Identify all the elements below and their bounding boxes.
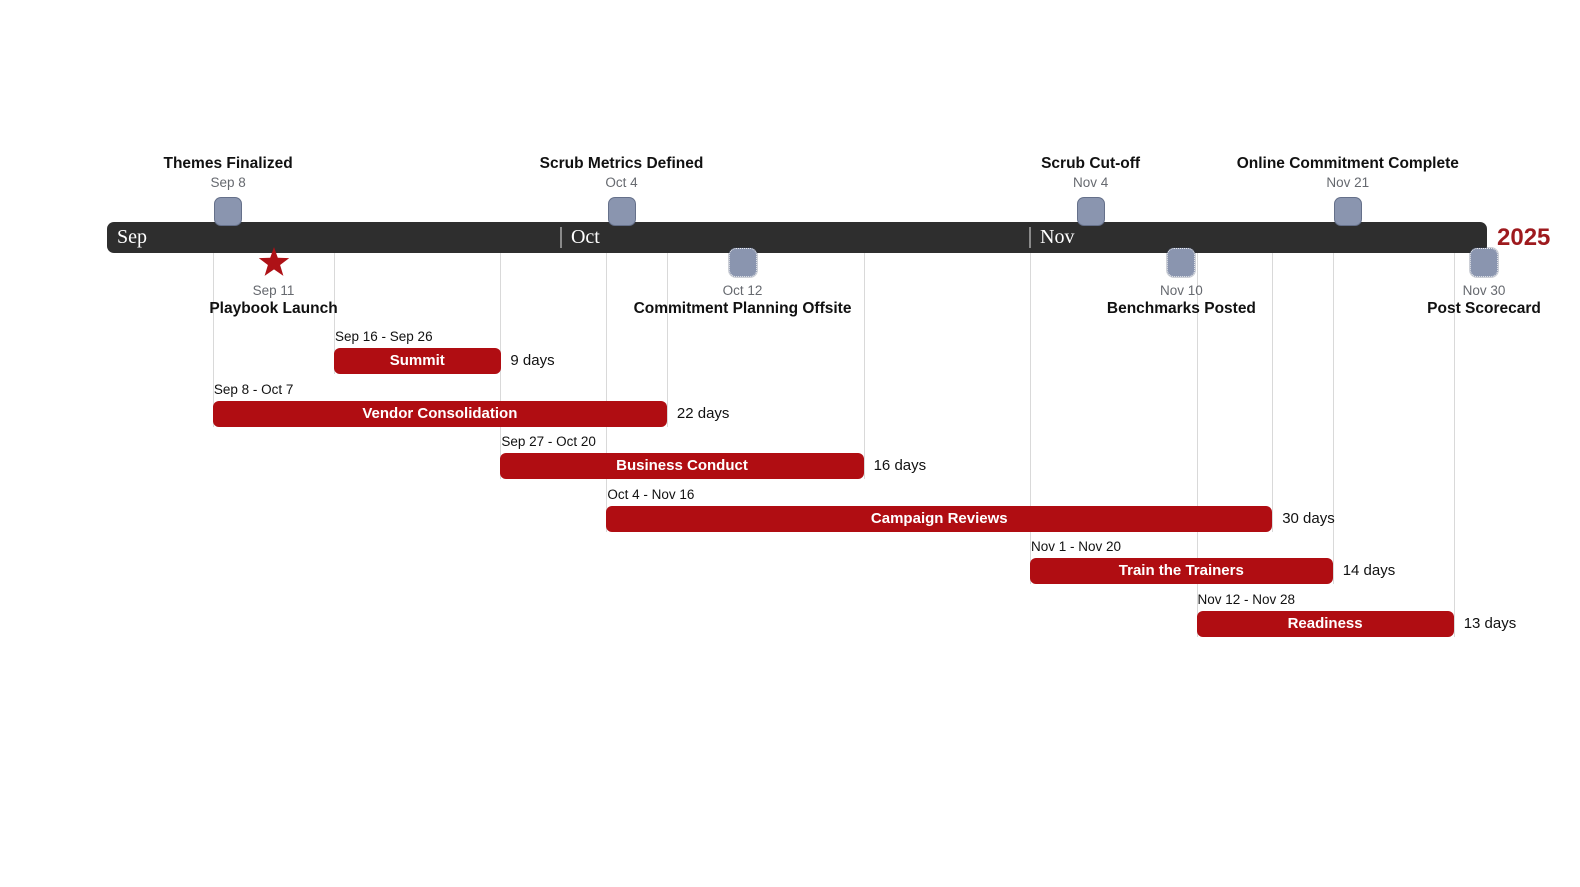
month-divider — [1029, 227, 1032, 248]
date-guide-line — [1030, 253, 1031, 585]
month-label: Sep — [117, 226, 147, 248]
milestone-date: Sep 8 — [210, 175, 246, 190]
task-duration-label: 22 days — [676, 404, 730, 422]
milestone-date: Oct 12 — [722, 283, 763, 298]
milestone-marker[interactable] — [1076, 197, 1105, 226]
task-bar[interactable]: Vendor Consolidation — [212, 400, 667, 427]
milestone-marker[interactable] — [1167, 248, 1196, 277]
task-bar[interactable]: Readiness — [1196, 611, 1454, 637]
date-guide-line — [500, 253, 502, 480]
date-guide-line — [1272, 253, 1274, 532]
milestone-title: Commitment Planning Offsite — [633, 300, 852, 317]
date-guide-line — [212, 253, 214, 427]
milestone-title: Post Scorecard — [1427, 300, 1541, 317]
task-date-range: Sep 8 - Oct 7 — [213, 381, 294, 397]
task-date-range: Nov 12 - Nov 28 — [1197, 592, 1296, 607]
milestone-title: Benchmarks Posted — [1106, 300, 1256, 317]
date-guide-line — [863, 253, 865, 480]
milestone-date: Nov 10 — [1160, 283, 1203, 298]
date-guide-line — [1196, 253, 1198, 637]
task-date-range: Sep 27 - Oct 20 — [501, 434, 596, 450]
milestone-marker[interactable] — [1470, 248, 1498, 277]
milestone-title: Themes Finalized — [163, 155, 293, 172]
task-bar[interactable]: Business Conduct — [500, 453, 864, 480]
task-bar[interactable]: Summit — [334, 348, 501, 374]
date-guide-line — [606, 253, 608, 532]
milestone-marker[interactable] — [607, 197, 636, 226]
month-label: Oct — [570, 226, 600, 248]
date-guide-line — [1332, 253, 1334, 585]
milestone-title: Scrub Metrics Defined — [539, 155, 704, 172]
task-duration-label: 13 days — [1463, 615, 1517, 632]
milestone-star-icon[interactable] — [257, 247, 291, 278]
task-duration-label: 30 days — [1282, 509, 1335, 527]
task-bar[interactable]: Train the Trainers — [1030, 558, 1333, 585]
task-duration-label: 9 days — [510, 352, 555, 369]
milestone-marker[interactable] — [728, 248, 757, 277]
date-guide-line — [334, 253, 335, 374]
milestone-title: Online Commitment Complete — [1236, 155, 1459, 172]
milestone-date: Nov 30 — [1462, 283, 1506, 298]
task-date-range: Oct 4 - Nov 16 — [607, 486, 695, 502]
date-guide-line — [666, 253, 668, 427]
milestone-marker[interactable] — [214, 197, 243, 226]
month-label: Nov — [1040, 226, 1075, 248]
task-date-range: Nov 1 - Nov 20 — [1031, 539, 1122, 555]
milestone-title: Playbook Launch — [209, 300, 338, 317]
milestone-date: Oct 4 — [605, 175, 638, 190]
task-date-range: Sep 16 - Sep 26 — [335, 329, 433, 344]
milestone-date: Nov 4 — [1072, 175, 1109, 190]
task-duration-label: 16 days — [873, 457, 927, 475]
milestone-date: Nov 21 — [1326, 175, 1370, 190]
task-duration-label: 14 days — [1342, 562, 1396, 580]
task-bar[interactable]: Campaign Reviews — [606, 505, 1273, 532]
timeline-band — [107, 222, 1487, 253]
month-divider — [559, 227, 562, 248]
milestone-marker[interactable] — [1333, 197, 1362, 226]
year-label: 2025 — [1497, 224, 1551, 251]
date-guide-line — [1453, 253, 1455, 637]
milestone-date: Sep 11 — [252, 283, 295, 298]
milestone-title: Scrub Cut-off — [1041, 155, 1141, 172]
